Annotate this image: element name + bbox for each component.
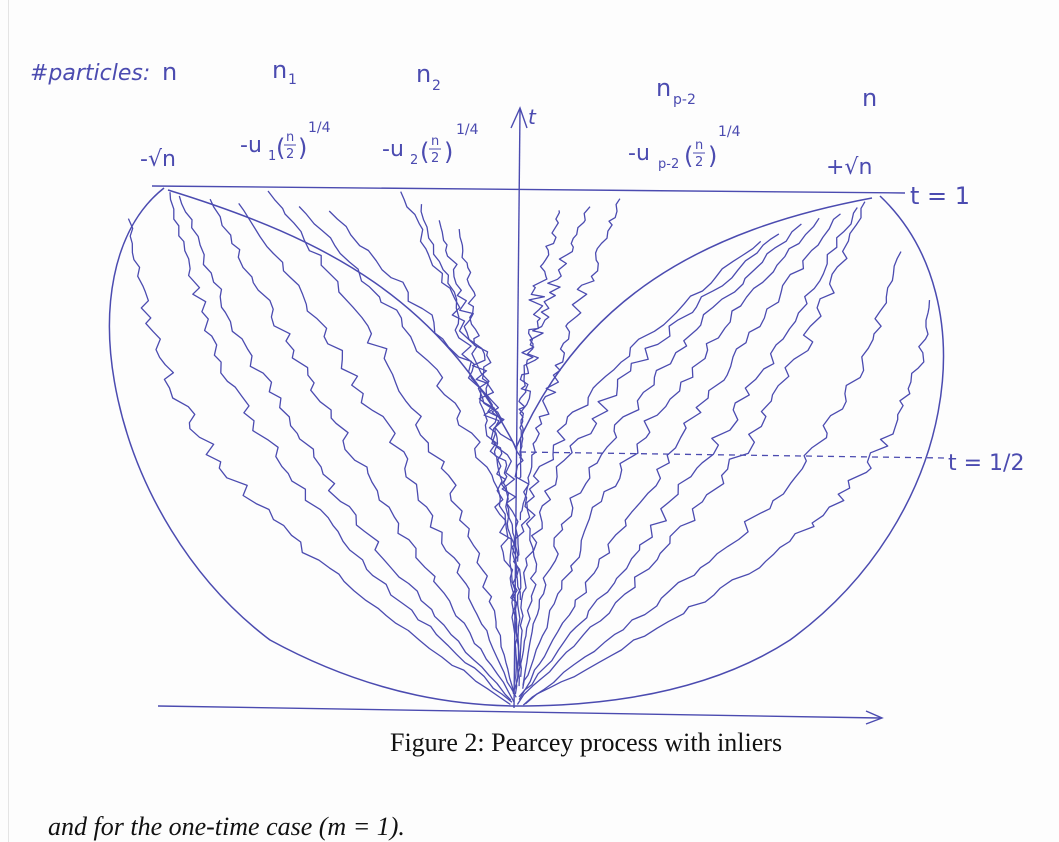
up2-subscript: p-2 <box>658 157 679 172</box>
random-walk-path <box>438 220 522 601</box>
thalf-dashed-line <box>519 451 946 459</box>
random-walk-path <box>522 251 902 706</box>
u1-close-paren: ) <box>298 134 307 162</box>
inner-cusp-right <box>515 197 873 449</box>
count-np2-subscript: p-2 <box>673 92 696 108</box>
count-n2: n <box>416 60 431 88</box>
random-walk-path <box>519 233 780 677</box>
random-walk-path <box>458 229 519 562</box>
u1-frac-num: n <box>286 130 294 145</box>
random-walk-path <box>524 300 931 705</box>
t-axis <box>513 109 521 709</box>
u2-frac-den: 2 <box>431 151 439 166</box>
x-axis-arrowhead <box>865 710 884 725</box>
random-walk-path <box>522 217 820 689</box>
up2-frac-den: 2 <box>695 155 703 170</box>
random-walk-path <box>238 203 517 698</box>
particle-count-row: #particles: n n 1 n 2 n p-2 n <box>30 56 877 112</box>
u2-frac-num: n <box>431 134 439 149</box>
body-text-line: and for the one-time case (m = 1). <box>48 812 405 841</box>
thalf-label: t = 1/2 <box>948 451 1024 476</box>
t-axis-arrowhead <box>510 106 528 129</box>
u2-close-paren: ) <box>444 138 453 166</box>
u2-open-paren: ( <box>420 138 429 166</box>
u2-label: -u 2 ( n 2 ) 1/4 <box>382 122 479 168</box>
up2-symbol: -u <box>628 141 650 166</box>
u2-symbol: -u <box>382 137 404 162</box>
u1-label: -u 1 ( n 2 ) 1/4 <box>240 120 331 164</box>
plus-sqrt-n-label: +√n <box>826 155 872 180</box>
random-walk-path <box>518 210 561 459</box>
u2-exponent: 1/4 <box>456 122 479 138</box>
random-walk-path <box>518 207 858 701</box>
minus-sqrt-n-label: -√n <box>140 147 176 172</box>
up2-label: -u p-2 ( n 2 ) 1/4 <box>628 124 741 172</box>
outer-envelope-right <box>511 195 945 707</box>
t-axis-label: t <box>528 105 537 129</box>
count-np2: n <box>656 74 671 102</box>
u1-symbol: -u <box>240 133 262 158</box>
random-walk-path <box>209 198 515 703</box>
random-walk-path <box>518 213 841 698</box>
u1-exponent: 1/4 <box>308 120 331 136</box>
particles-label: #particles: <box>30 61 150 86</box>
random-walk-path <box>522 223 802 686</box>
up2-open-paren: ( <box>684 142 693 170</box>
random-walk-path <box>400 191 522 687</box>
u2-subscript: 2 <box>410 153 418 168</box>
random-walk-path <box>420 204 519 679</box>
up2-close-paren: ) <box>708 142 717 170</box>
t1-label: t = 1 <box>910 182 970 210</box>
outer-envelope-left <box>108 187 513 707</box>
random-walk-path <box>519 206 591 479</box>
random-walk-path <box>328 210 538 690</box>
random-walk-path <box>127 218 511 706</box>
x-axis <box>157 705 881 719</box>
random-walk-path <box>169 192 513 703</box>
figure-caption: Figure 2: Pearcey process with inliers <box>390 728 783 757</box>
count-n1-subscript: 1 <box>288 72 297 88</box>
random-walk-path <box>178 195 512 701</box>
random-walk-path <box>512 240 762 667</box>
brownian-paths <box>127 190 931 706</box>
count-n-right: n <box>862 84 877 112</box>
u1-subscript: 1 <box>268 149 276 164</box>
u1-frac-den: 2 <box>286 147 294 162</box>
random-walk-path <box>519 198 621 521</box>
u1-open-paren: ( <box>276 134 285 162</box>
random-walk-path <box>516 201 866 705</box>
t1-line <box>151 185 906 194</box>
up2-exponent: 1/4 <box>718 124 741 140</box>
scan-margin-line <box>8 0 9 842</box>
up2-frac-num: n <box>695 138 703 153</box>
random-walk-path <box>298 206 518 695</box>
count-n-left: n <box>162 58 177 86</box>
count-n2-subscript: 2 <box>432 78 441 94</box>
random-walk-path <box>267 190 515 695</box>
inner-cusp-left <box>167 189 517 449</box>
count-n1: n <box>272 56 287 84</box>
